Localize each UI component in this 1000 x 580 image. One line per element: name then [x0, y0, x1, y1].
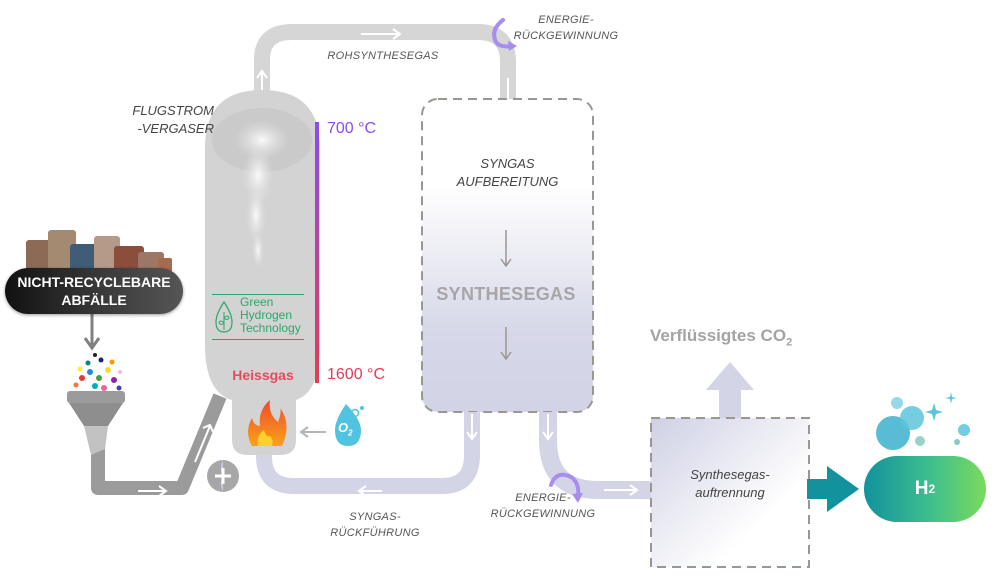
raw-syngas-pipe [254, 24, 516, 136]
syngas-conditioning-label: SYNGAS AUFBEREITUNG [456, 156, 559, 189]
oxygen-label: O2 [338, 420, 353, 438]
syngas-return-pipe [256, 412, 480, 494]
sparkle-icon [925, 403, 943, 421]
energy-recovery-icon-bottom [549, 472, 581, 500]
temp-top-label: 700 °C [327, 120, 377, 137]
temperature-scale [315, 122, 319, 383]
oxygen-drop-icon [335, 404, 361, 446]
waste-pile-image [26, 230, 172, 272]
flame-icon [248, 400, 287, 446]
gasifier-label: FLUGSTROM -VERGASER [132, 103, 214, 136]
leaf-logo-icon [215, 300, 233, 333]
energy-recovery-top-label: ENERGIE- RÜCKGEWINNUNG [513, 14, 619, 42]
h2-output-arrow [827, 466, 859, 512]
brand-logo: Green Hydrogen Technology [212, 294, 304, 340]
syngas-separation-box [650, 417, 810, 568]
hot-gas-label: Heissgas [232, 367, 294, 383]
feed-pipe [91, 393, 227, 495]
waste-input-label: NICHT-RECYCLEBARE ABFÄLLE [5, 268, 183, 314]
co2-up-arrow [706, 362, 754, 390]
funnel-icon [69, 403, 123, 426]
synthesegas-label: SYNTHESEGAS [436, 284, 576, 304]
syngas-return-label: SYNGAS- RÜCKFÜHRUNG [330, 511, 420, 539]
temp-bottom-label: 1600 °C [327, 366, 385, 383]
gasifier-vessel [205, 90, 320, 455]
energy-recovery-icon-top [492, 18, 514, 49]
waste-particles-icon [73, 353, 122, 391]
syngas-to-separation-pipe [539, 412, 652, 499]
liquefied-co2-label: Verflüssigtes CO2 [650, 326, 793, 349]
raw-syngas-label: ROHSYNTHESEGAS [327, 50, 439, 62]
energy-recovery-bottom-label: ENERGIE- RÜCKGEWINNUNG [490, 492, 596, 520]
syngas-separation-label: Synthesegas- auftrennung [690, 467, 770, 500]
syngas-conditioning-box [421, 98, 594, 413]
